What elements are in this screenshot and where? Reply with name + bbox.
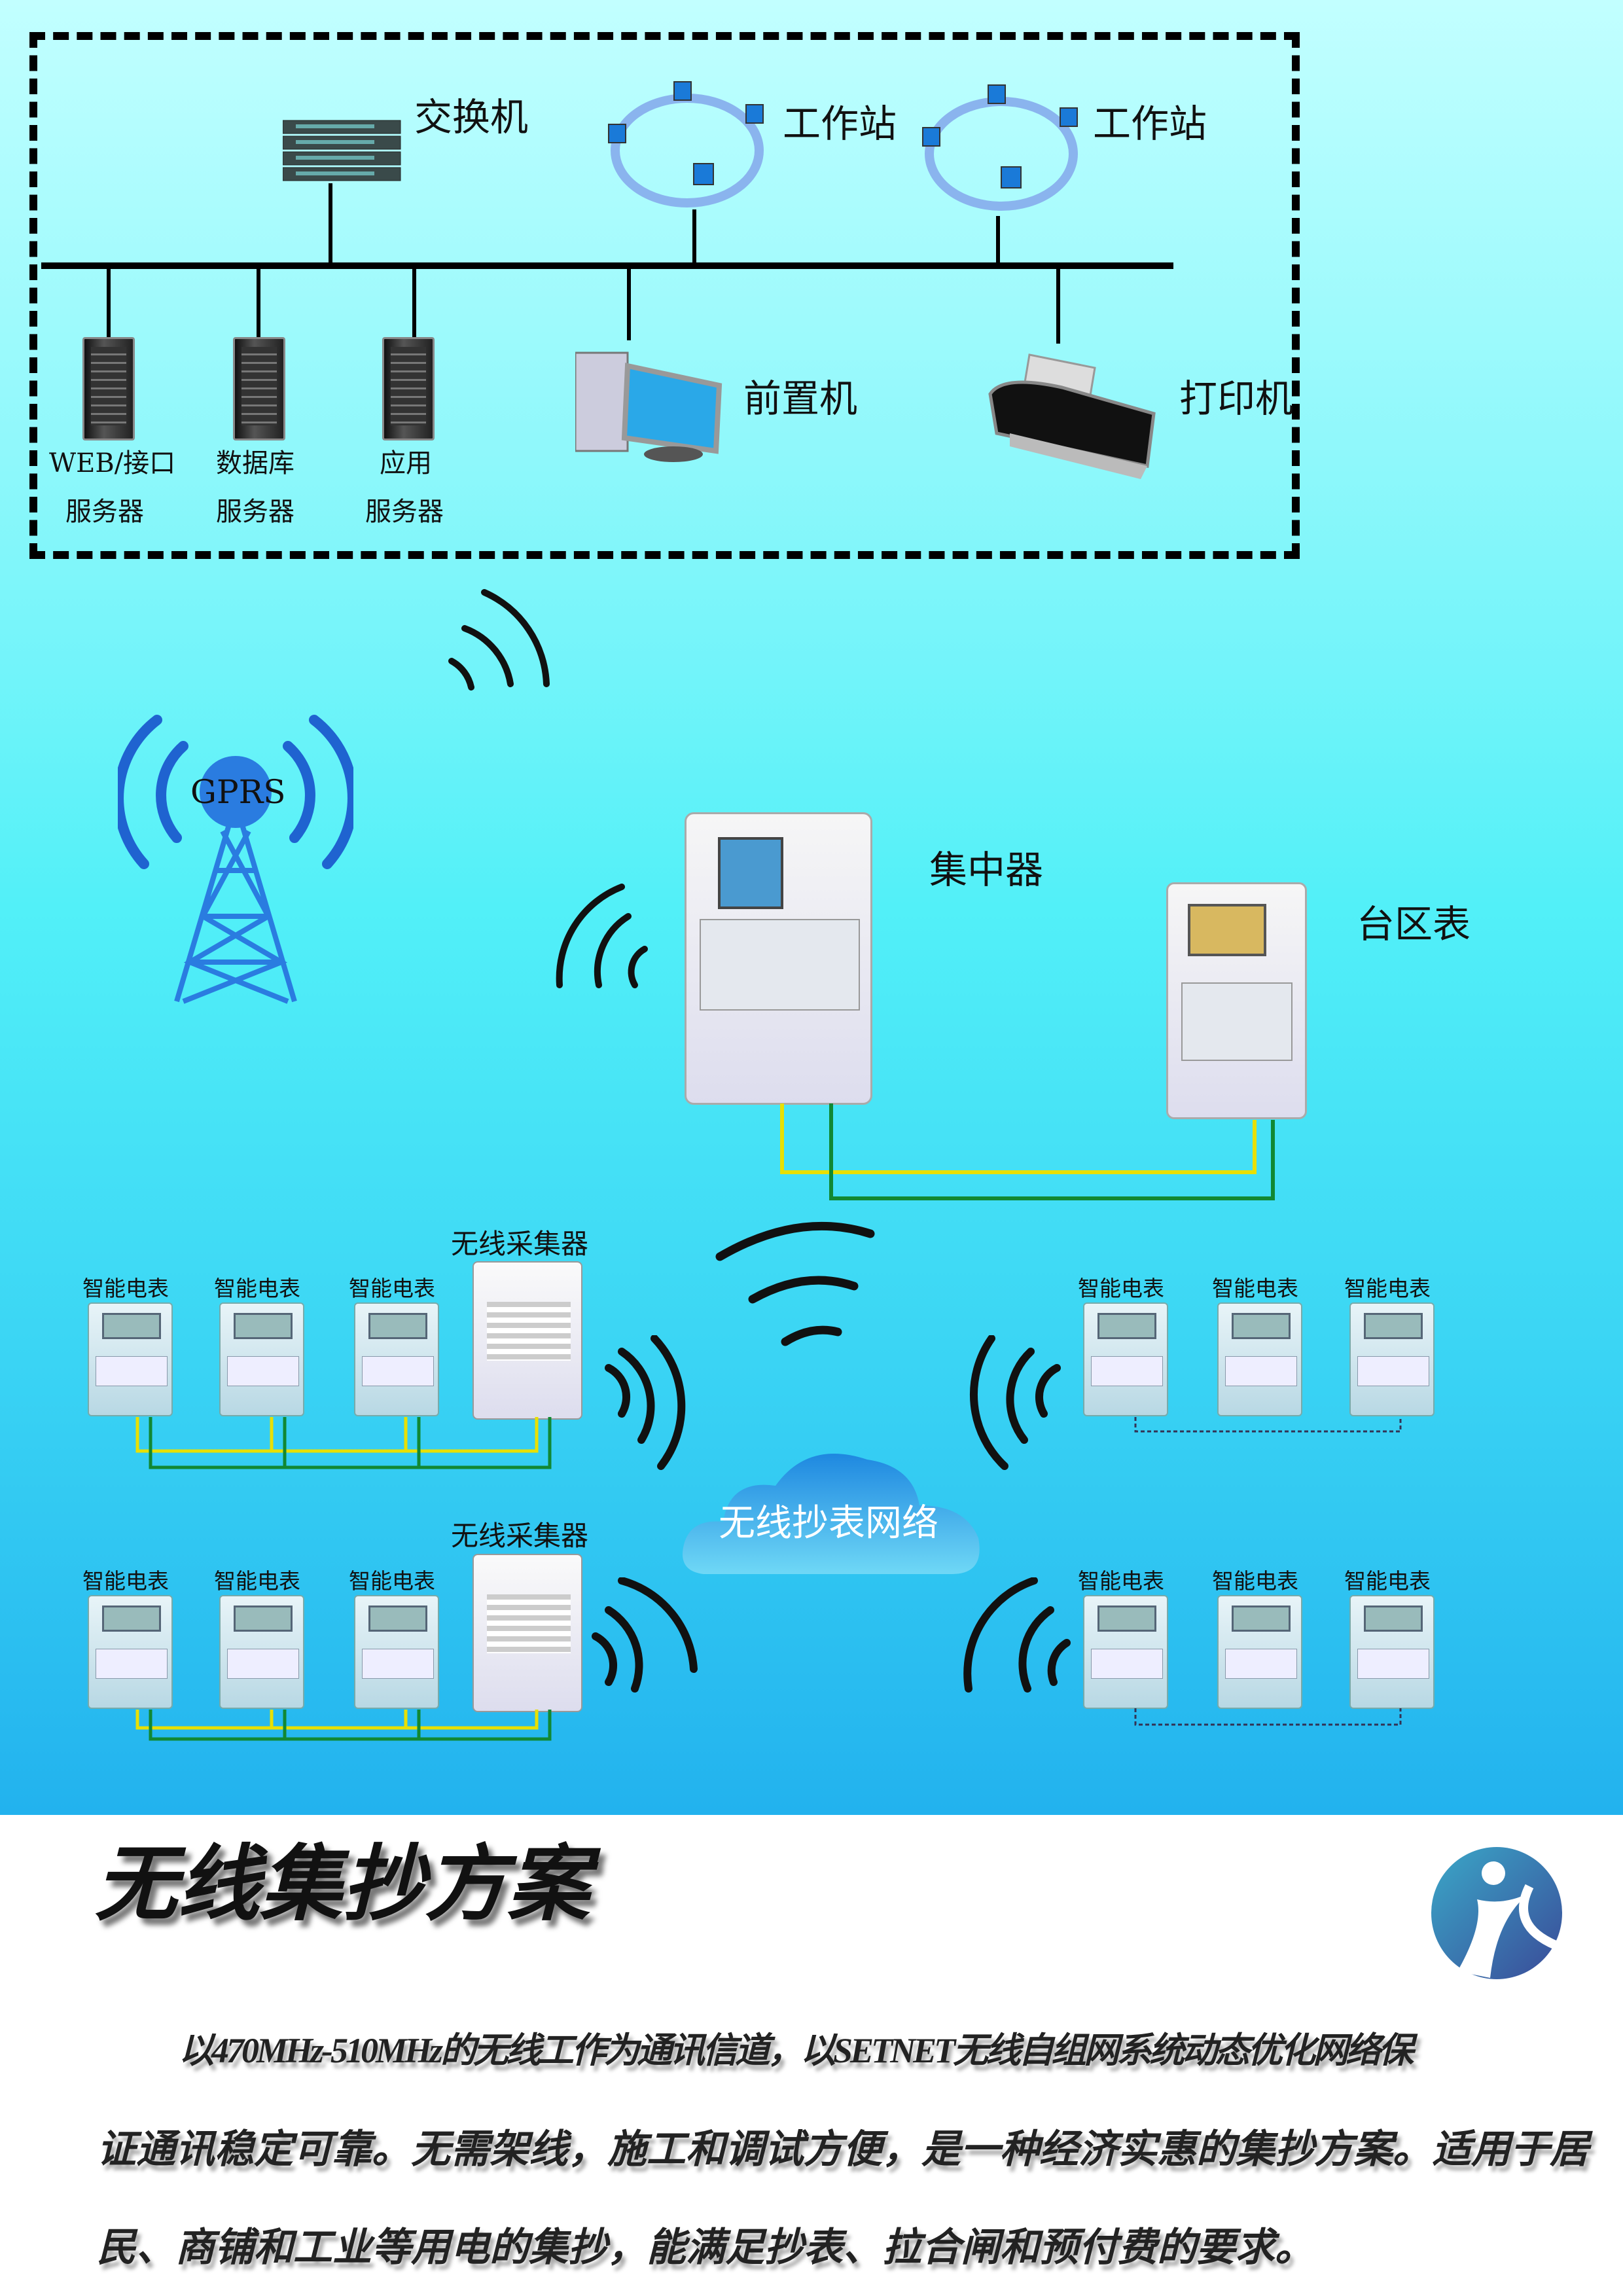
workstation-label: 工作站 — [1093, 101, 1207, 146]
smart-meter-icon: 智能电表 — [1078, 1568, 1168, 1709]
smart-meter-label: 智能电表 — [349, 1568, 435, 1594]
web-server-icon — [82, 337, 135, 440]
smart-meter-label: 智能电表 — [82, 1276, 169, 1301]
wireless-signal-icon — [556, 884, 648, 988]
workstation-ring-icon — [608, 81, 764, 207]
smart-meter-icon: 智能电表 — [82, 1276, 173, 1416]
server-label: 服务器 — [65, 497, 144, 527]
frontend-computer-icon — [575, 351, 722, 462]
wireless-signal-icon — [605, 1335, 686, 1470]
workstation-label: 工作站 — [783, 101, 897, 146]
bus-drop — [412, 265, 416, 337]
server-label: 应用 — [380, 448, 432, 478]
wireless-signal-icon — [715, 1221, 875, 1346]
smart-meter-label: 智能电表 — [1344, 1276, 1431, 1301]
wireless-signal-icon — [448, 589, 550, 691]
meter-dashed-wiring — [1134, 1417, 1402, 1726]
collector-label: 无线采集器 — [451, 1520, 589, 1552]
workstation-ring-icon — [922, 84, 1078, 211]
printer-label: 打印机 — [1179, 376, 1294, 421]
smart-meter-label: 智能电表 — [1212, 1568, 1298, 1594]
gprs-label: GPRS — [190, 773, 286, 811]
concentrator-icon — [685, 812, 872, 1105]
wireless-signal-icon — [963, 1577, 1071, 1693]
smart-meter-icon: 智能电表 — [349, 1568, 439, 1709]
wireless-collector-icon — [473, 1554, 582, 1712]
main-station-boundary — [29, 32, 1300, 559]
server-label: 服务器 — [216, 497, 294, 527]
smart-meter-label: 智能电表 — [82, 1568, 169, 1594]
description-line: 证通讯稳定可靠。无需架线，施工和调试方便，是一种经济实惠的集抄方案。适用于居 — [97, 2128, 1589, 2171]
smart-meter-icon: 智能电表 — [214, 1276, 304, 1416]
bus-drop — [107, 265, 111, 337]
concentrator-label: 集中器 — [929, 848, 1044, 892]
server-label: 服务器 — [365, 497, 444, 527]
smart-meter-icon: 智能电表 — [82, 1568, 173, 1709]
cloud-icon — [683, 1454, 980, 1574]
rs485-wiring — [780, 1103, 1275, 1200]
bus-drop — [329, 183, 332, 265]
bus-drop — [996, 216, 1000, 265]
wireless-signal-icon — [592, 1577, 698, 1693]
smart-meter-label: 智能电表 — [214, 1276, 300, 1301]
gprs-tower-icon — [118, 715, 353, 1004]
description-line: 民、商铺和工业等用电的集抄，能满足抄表、拉合闸和预付费的要求。 — [97, 2226, 1314, 2269]
smart-meter-icon: 智能电表 — [1344, 1276, 1435, 1416]
company-logo — [1431, 1847, 1562, 1979]
smart-meter-icon: 智能电表 — [214, 1568, 304, 1709]
frontend-label: 前置机 — [743, 376, 858, 421]
bus-drop — [627, 265, 631, 340]
app-server-icon — [382, 337, 435, 440]
network-bus — [41, 262, 1173, 269]
smart-meter-icon: 智能电表 — [1212, 1568, 1302, 1709]
collector-label: 无线采集器 — [451, 1228, 589, 1260]
switch-label: 交换机 — [414, 95, 529, 139]
smart-meter-label: 智能电表 — [1078, 1568, 1164, 1594]
cloud-label: 无线抄表网络 — [719, 1502, 938, 1545]
bus-drop — [257, 265, 260, 337]
server-label: WEB/接口 — [49, 448, 176, 478]
smart-meter-label: 智能电表 — [1078, 1276, 1164, 1301]
area-meter-label: 台区表 — [1357, 902, 1471, 946]
switch-icon — [282, 114, 407, 187]
area-meter-icon — [1166, 882, 1307, 1119]
smart-meter-label: 智能电表 — [1212, 1276, 1298, 1301]
bus-drop — [1056, 265, 1060, 344]
description-line: 以470MHz-510MHz的无线工作为通讯信道，以SETNET无线自组网系统动… — [179, 2031, 1414, 2070]
printer-icon — [988, 353, 1156, 479]
bus-drop — [692, 209, 696, 265]
smart-meter-label: 智能电表 — [349, 1276, 435, 1301]
solution-title: 无线集抄方案 — [95, 1835, 590, 1932]
server-label: 数据库 — [216, 448, 294, 478]
wireless-signal-icon — [969, 1335, 1061, 1470]
smart-meter-label: 智能电表 — [214, 1568, 300, 1594]
wireless-collector-icon — [473, 1261, 582, 1420]
smart-meter-icon: 智能电表 — [1212, 1276, 1302, 1416]
meter-bus-wiring — [135, 1417, 552, 1741]
database-server-icon — [233, 337, 285, 440]
smart-meter-label: 智能电表 — [1344, 1568, 1431, 1594]
smart-meter-icon: 智能电表 — [349, 1276, 439, 1416]
smart-meter-icon: 智能电表 — [1344, 1568, 1435, 1709]
smart-meter-icon: 智能电表 — [1078, 1276, 1168, 1416]
